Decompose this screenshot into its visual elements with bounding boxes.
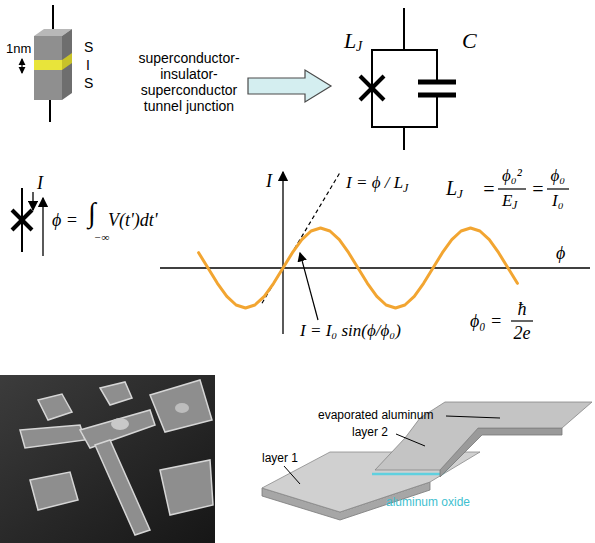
- wire: [436, 50, 438, 82]
- part-label: layer 2: [352, 426, 388, 438]
- sem-arm: [20, 425, 85, 448]
- subscript: J: [403, 182, 408, 194]
- tangent-formula: I = ϕ / L: [346, 174, 403, 191]
- subscript: J: [457, 187, 463, 200]
- sem-pad: [160, 460, 213, 515]
- capacitor-plate: [418, 93, 456, 98]
- fraction-denominator: 2e: [514, 324, 531, 342]
- dimension-label: 1nm: [6, 42, 31, 55]
- wire: [403, 8, 405, 50]
- thickness-arrow: [21, 59, 22, 73]
- sem-strip: [95, 440, 150, 535]
- flux-arrow: [42, 198, 43, 256]
- junction-symbol: [360, 76, 384, 100]
- current-axis: [282, 172, 283, 334]
- capacitance-symbol: C: [462, 30, 477, 52]
- junction-symbol: [360, 76, 384, 100]
- block-front-face: [34, 36, 62, 100]
- fraction-numerator: ϕ₀²: [502, 167, 522, 184]
- transform-arrow: [248, 70, 331, 102]
- sem-pad: [100, 382, 132, 405]
- fraction-bar: [547, 188, 569, 189]
- leader-line: [446, 416, 500, 418]
- axis-label: ϕ: [556, 244, 565, 262]
- fraction-denominator: E: [502, 192, 512, 209]
- fraction-bar: [511, 320, 533, 321]
- flux-formula: ϕ =: [52, 211, 78, 229]
- axis-label: I: [266, 172, 272, 190]
- leader-line: [284, 466, 300, 484]
- sine-curve: [199, 228, 518, 308]
- sem-pad: [30, 472, 78, 510]
- sem-junction: [111, 418, 129, 430]
- sem-pad: [150, 380, 212, 432]
- wire: [436, 95, 438, 127]
- layer-letter: I: [86, 58, 90, 72]
- fraction-denominator: I₀: [552, 192, 564, 209]
- lead-wire: [49, 100, 51, 122]
- fraction-bar: [498, 188, 526, 189]
- layer-letter: S: [84, 76, 93, 90]
- equals-sign: =: [531, 179, 545, 199]
- inductance-formula: L: [446, 178, 457, 198]
- subscript: J: [512, 199, 517, 211]
- flux-quantum-formula: ϕ₀ =: [470, 312, 502, 330]
- current-arrow: [32, 192, 33, 210]
- sem-bridge: [80, 410, 155, 448]
- subscript: J: [356, 40, 362, 54]
- integral-limit: −∞: [94, 232, 109, 243]
- insulator-band: [34, 60, 62, 70]
- layer-letter: S: [84, 40, 93, 54]
- phi-axis: [160, 267, 590, 268]
- leader-arrow: [300, 253, 318, 320]
- integral-sign: ∫: [88, 199, 96, 227]
- sem-grain: [175, 403, 189, 413]
- equals-sign: =: [482, 179, 496, 199]
- inductance-symbol: L: [344, 30, 356, 52]
- fraction-numerator: ħ: [518, 300, 527, 318]
- fraction-numerator: ϕ₀: [551, 167, 566, 184]
- wire: [403, 127, 405, 150]
- capacitor-plate: [418, 80, 456, 85]
- sem-pad: [38, 394, 72, 420]
- part-label: layer 1: [262, 452, 298, 464]
- lead-wire: [52, 5, 54, 32]
- current-phase-formula: I = I₀ sin(ϕ/ϕ₀): [300, 322, 401, 339]
- wire: [371, 49, 438, 51]
- part-label: evaporated aluminum: [318, 409, 433, 421]
- part-label: aluminum oxide: [386, 496, 470, 508]
- junction-symbol: [12, 210, 32, 230]
- leader-line: [396, 434, 425, 446]
- insulator-band: [62, 53, 72, 70]
- sem-photo: [0, 375, 215, 543]
- block-side-face: [62, 29, 72, 100]
- flux-formula: V(t')dt': [108, 211, 158, 229]
- junction-symbol: [12, 210, 32, 230]
- sem-structures: [20, 380, 213, 535]
- current-label: I: [37, 174, 43, 192]
- description-text: superconductor- insulator- superconducto…: [128, 50, 250, 114]
